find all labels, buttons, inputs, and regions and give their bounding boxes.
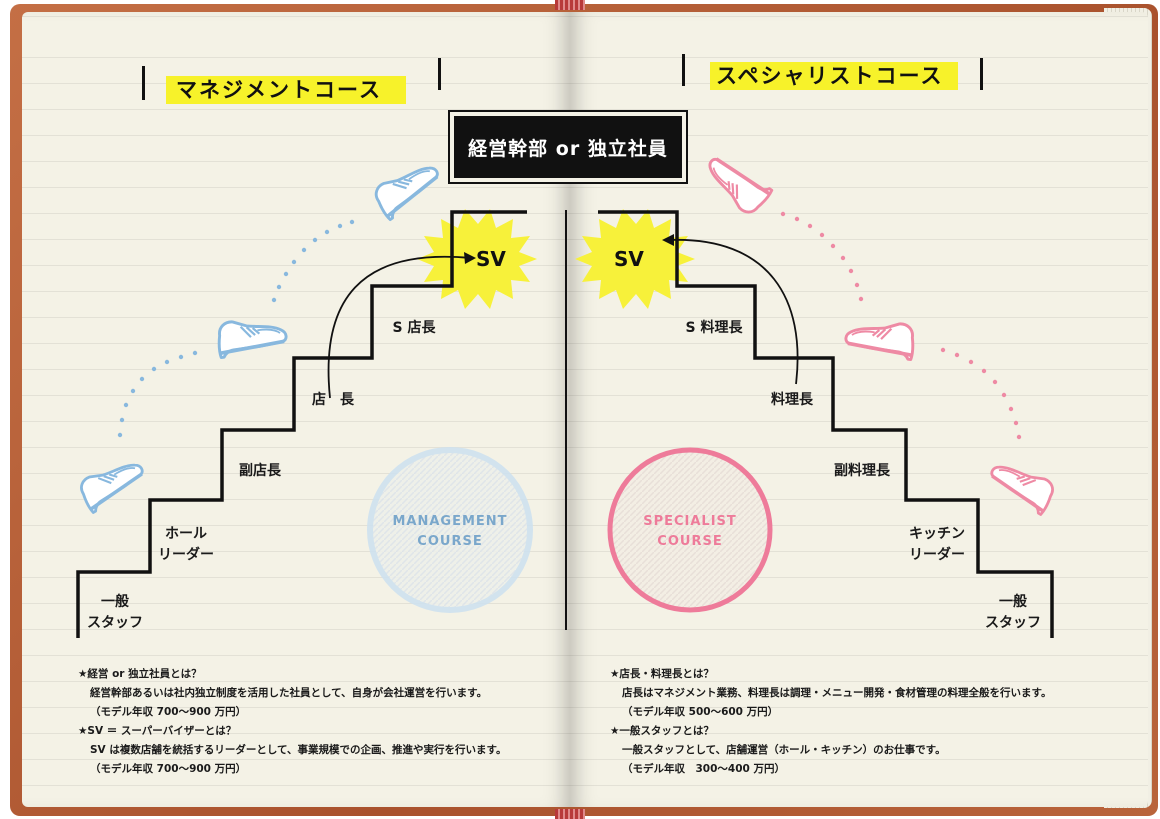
specialist-course-circle — [607, 447, 773, 613]
left-title-highlight — [166, 76, 406, 104]
left-sv-starburst-icon — [417, 209, 537, 309]
left-dotted-trail — [117, 219, 355, 438]
left-shoe-icon-3 — [368, 151, 446, 222]
right-shoe-icon-1 — [696, 149, 775, 220]
right-staircase — [598, 210, 1054, 638]
left-arrowhead-icon — [464, 252, 476, 264]
right-title-highlight — [710, 62, 958, 90]
left-curved-arrow — [327, 255, 471, 399]
right-title-bracket-r — [980, 58, 983, 90]
right-shoe-icon-2 — [842, 314, 918, 362]
right-sv-starburst-icon — [575, 209, 695, 309]
right-arrowhead-icon — [662, 234, 674, 246]
right-dotted-trail — [780, 211, 1022, 440]
left-title-bracket-r — [438, 58, 441, 90]
left-staircase — [76, 210, 527, 638]
left-shoe-icon-2 — [214, 312, 290, 360]
spine-top — [555, 0, 585, 10]
right-title-bracket-l — [682, 54, 685, 86]
spine-bottom — [555, 809, 585, 819]
right-curved-arrow — [667, 239, 799, 385]
management-course-circle — [367, 447, 533, 613]
right-shoe-icon-3 — [984, 451, 1061, 517]
left-shoe-icon-1 — [73, 449, 150, 515]
left-title-bracket-l — [142, 66, 145, 100]
